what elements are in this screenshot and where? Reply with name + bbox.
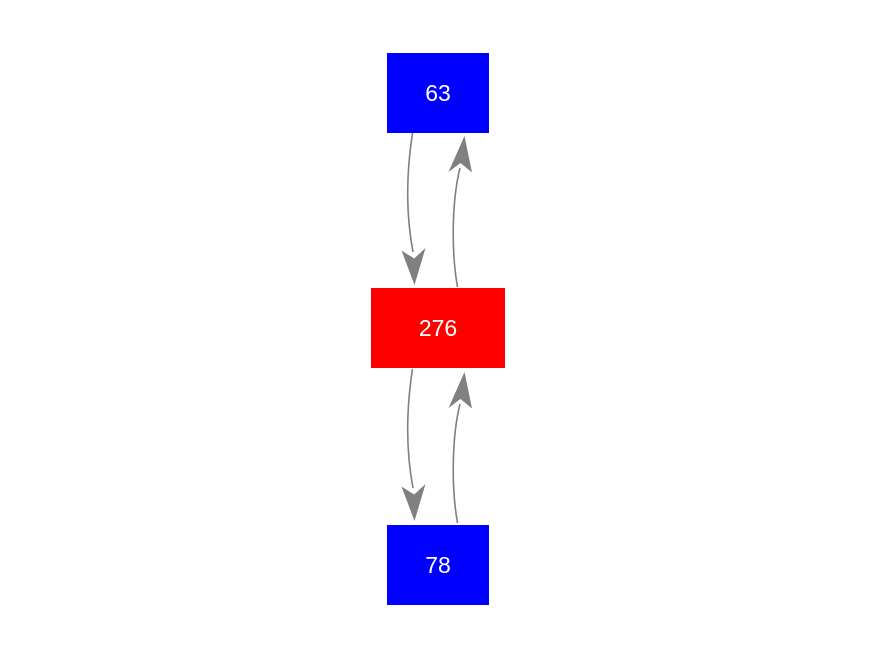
node-63-rect: [387, 53, 489, 133]
node-63[interactable]: 63: [387, 53, 489, 133]
node-276[interactable]: 276: [371, 288, 505, 368]
edge-78-to-276-arrowhead: [448, 372, 472, 409]
edge-63-to-276-line: [406, 132, 414, 253]
node-78-rect: [387, 525, 489, 605]
node-276-label: 276: [419, 315, 457, 341]
edge-276-to-63-line: [452, 167, 461, 288]
node-78-label: 78: [425, 552, 451, 578]
edge-63-to-276-arrowhead: [401, 248, 426, 285]
edge-276-to-78-arrowhead: [401, 484, 426, 521]
node-78[interactable]: 78: [387, 525, 489, 605]
edge-78-to-276-line: [452, 403, 461, 524]
node-276-rect: [371, 288, 505, 368]
edge-276-to-63-arrowhead: [448, 136, 472, 173]
edge-276-to-63[interactable]: [448, 136, 473, 288]
edge-276-to-78[interactable]: [401, 368, 426, 521]
edge-78-to-276[interactable]: [448, 372, 473, 524]
node-63-label: 63: [425, 80, 451, 106]
edge-276-to-78-line: [406, 368, 414, 489]
edge-63-to-276[interactable]: [401, 132, 426, 285]
